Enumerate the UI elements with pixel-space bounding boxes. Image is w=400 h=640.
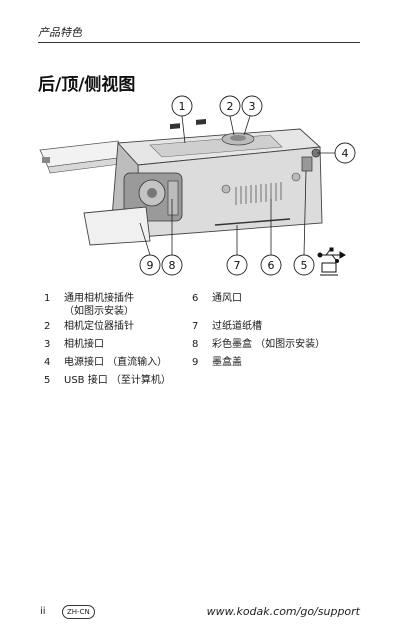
legend-text: 通风口 [212, 292, 242, 305]
paper-tray [39, 140, 129, 174]
legend-text: 通用相机接插件 （如图示安装） [64, 292, 134, 318]
section-header: 产品特色 [38, 26, 82, 39]
callout-6 [260, 254, 282, 276]
callout-3 [241, 95, 263, 117]
legend-num: 5 [44, 375, 51, 386]
legend-num: 9 [192, 357, 199, 368]
legend-line: 相机定位器插针 [64, 321, 134, 332]
legend-text: 电源接口 （直流输入） [64, 356, 167, 369]
legend-num: 1 [44, 293, 51, 304]
legend-line: 通用相机接插件 [64, 293, 134, 304]
legend-num: 8 [192, 339, 199, 350]
legend-num: 3 [44, 339, 51, 350]
usb-icon [317, 247, 346, 276]
callout-8-label: 8 [169, 259, 176, 272]
callout-8 [161, 254, 183, 276]
callout-2-label: 2 [227, 100, 234, 113]
legend-num: 2 [44, 321, 51, 332]
callout-4 [334, 142, 356, 164]
printer-illustration: 1 2 3 4 9 8 7 6 5 [39, 95, 356, 276]
callout-3-label: 3 [249, 100, 256, 113]
ink-cartridge [123, 172, 183, 222]
support-link[interactable]: www.kodak.com/go/support [206, 605, 360, 618]
legend-line: 过纸道纸槽 [212, 321, 262, 332]
callout-1-label: 1 [179, 100, 186, 113]
callout-5 [293, 254, 315, 276]
legend-text: USB 接口 （至计算机） [64, 374, 171, 387]
page-number: ii [40, 606, 46, 617]
legend-num: 6 [192, 293, 199, 304]
callout-5-label: 5 [301, 259, 308, 272]
legend-text: 相机接口 [64, 338, 104, 351]
callout-9 [139, 254, 161, 276]
legend-num: 7 [192, 321, 199, 332]
legend-text: 相机定位器插针 [64, 320, 134, 333]
legend-text: 墨盒盖 [212, 356, 242, 369]
callout-1 [171, 95, 193, 117]
legend-line: 相机接口 [64, 339, 104, 350]
cartridge-door [83, 206, 151, 246]
callout-2 [219, 95, 241, 117]
legend-line: 通风口 [212, 293, 242, 304]
callout-4-label: 4 [342, 147, 349, 160]
callout-7 [226, 254, 248, 276]
legend-line: （如图示安装） [64, 306, 134, 317]
language-badge: ZH-CN [62, 605, 95, 619]
legend-num: 4 [44, 357, 51, 368]
legend-line: 彩色墨盒 （如图示安装） [212, 339, 326, 350]
legend-line: USB 接口 （至计算机） [64, 375, 171, 386]
page-title: 后/顶/侧视图 [38, 75, 136, 95]
callout-7-label: 7 [234, 259, 241, 272]
legend-line: 墨盒盖 [212, 357, 242, 368]
header-divider [38, 42, 360, 43]
callout-6-label: 6 [268, 259, 275, 272]
legend-text: 彩色墨盒 （如图示安装） [212, 338, 325, 351]
legend-line: 电源接口 （直流输入） [64, 357, 168, 368]
callout-9-label: 9 [147, 259, 154, 272]
legend-text: 过纸道纸槽 [212, 320, 262, 333]
